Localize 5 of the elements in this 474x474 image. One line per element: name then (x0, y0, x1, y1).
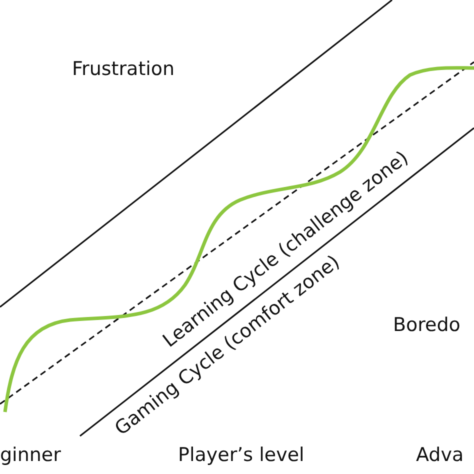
axis-label: Adva (416, 446, 464, 465)
zone-label: Frustration (72, 60, 175, 79)
axis-label: ginner (0, 446, 61, 465)
axis-label: Player’s level (178, 446, 304, 465)
zone-label: Boredo (393, 316, 460, 335)
